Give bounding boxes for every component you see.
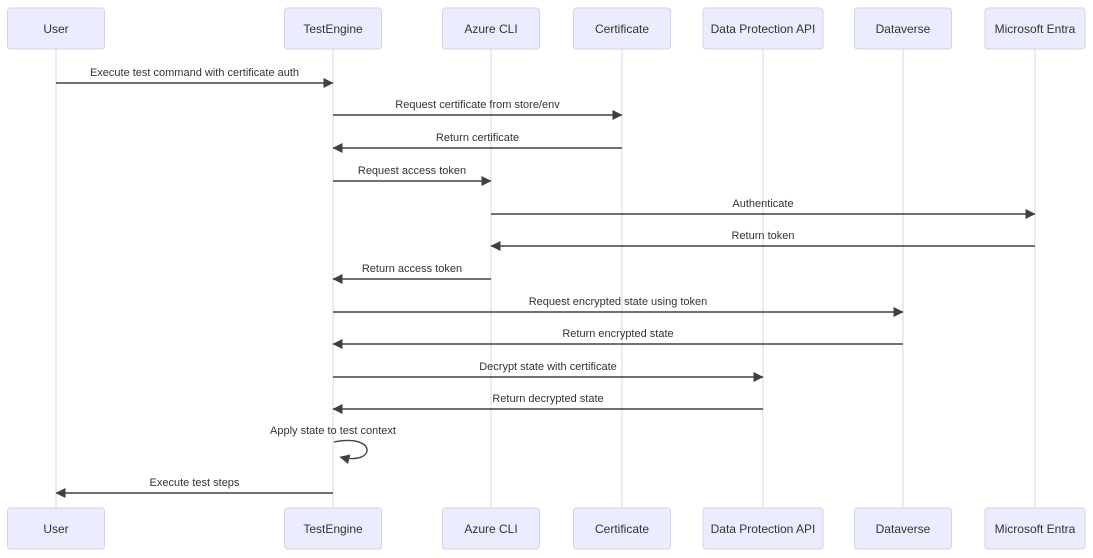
actor-label: Data Protection API [711,522,816,536]
actor-label: Certificate [595,22,649,36]
actor-label: Data Protection API [711,22,816,36]
message-label: Return token [732,230,795,242]
actor-label: Azure CLI [464,22,517,36]
actor-label: User [43,522,68,536]
actor-bottom-user: User [7,507,105,550]
actor-top-dataverse: Dataverse [854,7,952,50]
actor-box [984,7,1086,50]
message-label: Return encrypted state [562,328,673,340]
actor-box [854,507,952,550]
message-label: Return decrypted state [492,393,603,405]
actor-box [573,507,671,550]
message-11: Return decrypted state [332,393,763,414]
actor-label: TestEngine [303,522,363,536]
actor-box [573,7,671,50]
actor-box [854,7,952,50]
lifelines [55,49,1036,508]
message-label: Request encrypted state using token [529,296,708,308]
actor-box [442,7,540,50]
message-label: Return access token [362,263,462,275]
actor-box [284,507,382,550]
actor-bottom-entra: Microsoft Entra [984,507,1086,550]
message-label: Request access token [358,165,466,177]
actor-label: Microsoft Entra [995,22,1076,36]
actor-label: Certificate [595,522,649,536]
message-label: Execute test steps [150,477,240,489]
actor-bottom-dataverse: Dataverse [854,507,952,550]
actor-box [984,507,1086,550]
messages: Execute test command with certificate au… [55,67,1036,498]
actor-box [7,507,105,550]
message-label: Apply state to test context [270,425,396,437]
self-loop-arrow [333,439,368,465]
message-10: Decrypt state with certificate [333,361,764,382]
actors-bottom: User TestEngine Azure CLI Certificate Da… [7,507,1086,550]
actor-top-entra: Microsoft Entra [984,7,1086,50]
actors-top: User TestEngine Azure CLI Certificate Da… [7,7,1086,50]
actor-box [442,507,540,550]
message-1: Execute test command with certificate au… [56,67,334,88]
message-3: Return certificate [332,132,622,153]
actor-label: TestEngine [303,22,363,36]
actor-bottom-testengine: TestEngine [284,507,382,550]
message-7: Return access token [332,263,491,284]
message-label: Authenticate [732,198,793,210]
message-6: Return token [490,230,1035,251]
actor-box [702,7,824,50]
message-12-self-loop: Apply state to test context [270,425,396,465]
message-2: Request certificate from store/env [333,99,623,120]
actor-label: User [43,22,68,36]
actor-label: Microsoft Entra [995,522,1076,536]
message-4: Request access token [333,165,492,186]
actor-box [7,7,105,50]
message-label: Return certificate [436,132,519,144]
actor-bottom-certificate: Certificate [573,507,671,550]
message-13: Execute test steps [55,477,333,498]
message-label: Request certificate from store/env [395,99,560,111]
actor-box [702,507,824,550]
message-label: Decrypt state with certificate [479,361,617,373]
actor-top-azurecli: Azure CLI [442,7,540,50]
actor-label: Dataverse [876,22,931,36]
actor-box [284,7,382,50]
message-label: Execute test command with certificate au… [90,67,299,79]
actor-top-dpapi: Data Protection API [702,7,824,50]
actor-top-testengine: TestEngine [284,7,382,50]
actor-bottom-azurecli: Azure CLI [442,507,540,550]
actor-top-certificate: Certificate [573,7,671,50]
message-9: Return encrypted state [332,328,903,349]
actor-top-user: User [7,7,105,50]
message-5: Authenticate [491,198,1036,219]
message-8: Request encrypted state using token [333,296,904,317]
actor-label: Azure CLI [464,522,517,536]
actor-label: Dataverse [876,522,931,536]
actor-bottom-dpapi: Data Protection API [702,507,824,550]
